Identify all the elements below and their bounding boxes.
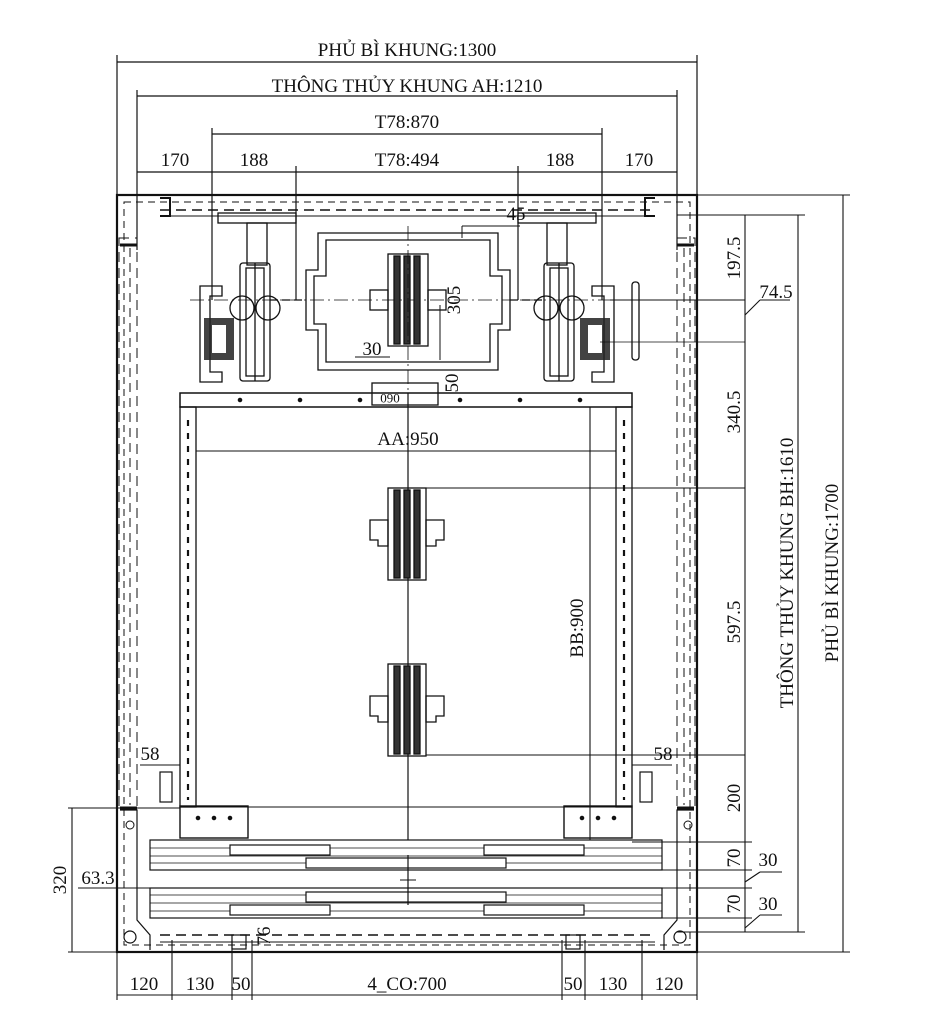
v-63-3-label: 63.3 [81,868,114,889]
v-30-b-label: 30 [759,894,778,915]
top-dimensions [116,55,698,300]
v-30-a-label: 30 [759,850,778,871]
b-130-left-label: 130 [186,974,215,995]
v-340-5-label: 340.5 [724,391,745,434]
v-200-label: 200 [724,784,745,813]
elevator-car [159,392,653,840]
left-dimensions [68,807,180,953]
v-70-b-label: 70 [724,895,745,914]
rail-inner-label: T78:494 [375,150,440,171]
overall-width-label: PHỦ BÌ KHUNG:1300 [318,39,496,61]
rail-assembly [190,212,745,383]
overall-depth-label: PHỦ BÌ KHUNG:1700 [821,484,843,662]
v-197-5-label: 197.5 [724,237,745,280]
clear-depth-label: THÔNG THỦY KHUNG BH:1610 [776,438,798,709]
d76-label: 76 [254,927,275,946]
d58-right-label: 58 [654,744,673,765]
seg-188-left-label: 188 [240,150,269,171]
clear-width-label: THÔNG THỦY KHUNG AH:1210 [272,75,543,97]
b-120-left-label: 120 [130,974,159,995]
b-50-left-label: 50 [232,974,251,995]
seg-188-right-label: 188 [546,150,575,171]
d090-label: 060 [380,391,400,406]
car-width-label: AA:950 [377,429,438,450]
b-130-right-label: 130 [599,974,628,995]
seg-170-right-label: 170 [625,150,654,171]
b-50-right-label: 50 [564,974,583,995]
v-70-a-label: 70 [724,849,745,868]
seg-170-left-label: 170 [161,150,190,171]
bottom-dimensions [116,940,698,1000]
car-depth-dimension [426,407,745,840]
door-sills [149,839,663,950]
rail-outer-label: T78:870 [375,112,439,133]
v-320-label: 320 [50,866,71,895]
b-co-label: 4_CO:700 [367,974,446,995]
shaft-walls [115,193,699,954]
right-dimensions [610,194,850,953]
d50-label: 50 [442,374,463,393]
d30-label: 30 [363,339,382,360]
d305-label: 305 [444,286,465,315]
car-guide-lower [369,663,445,757]
d45-label: 45 [507,204,526,225]
traction-machine [305,225,520,406]
car-guide-upper [369,487,445,581]
d58-left-label: 58 [141,744,160,765]
b-120-right-label: 120 [655,974,684,995]
car-depth-label: BB:900 [567,598,588,657]
v-597-5-label: 597.5 [724,601,745,644]
v-74-5-label: 74.5 [759,282,792,303]
